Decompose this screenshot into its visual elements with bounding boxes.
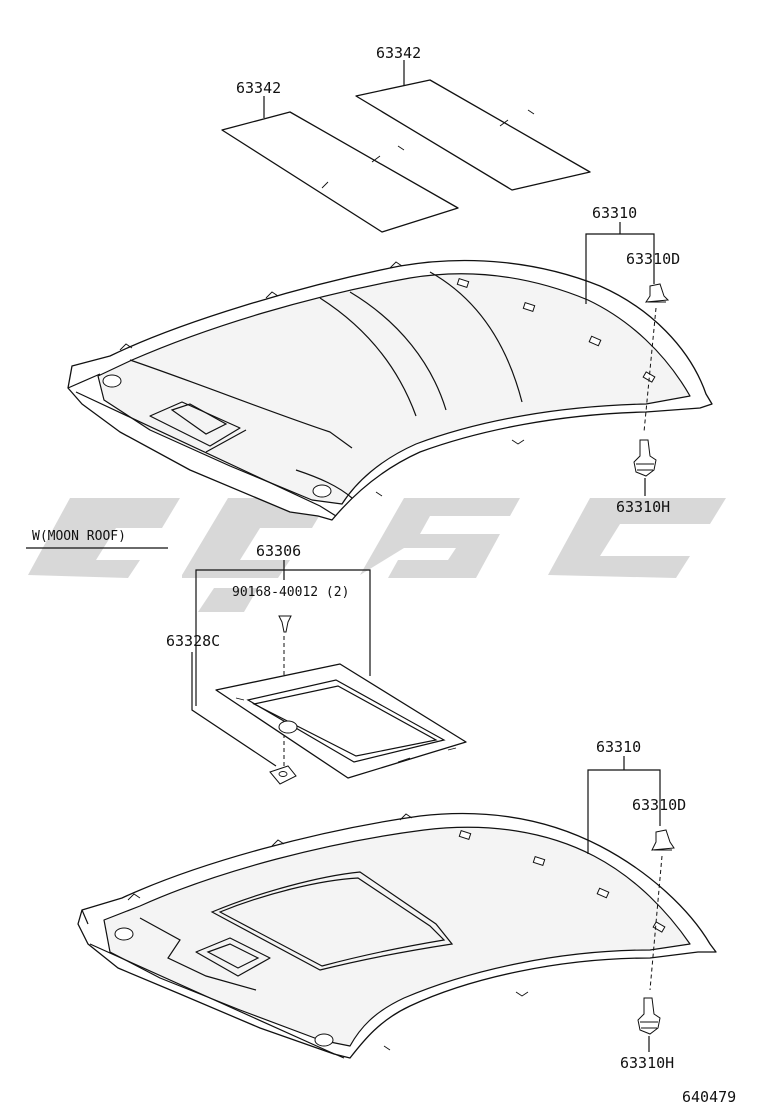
clip-lower-dashline [649,855,663,991]
label-variant: W(MOON ROOF) [32,529,126,544]
headliner-upper [67,259,713,521]
sound-pad-left [221,111,459,233]
leader-moonroof-part [191,652,277,767]
headliner-lower [77,812,717,1059]
clip-d-upper-icon [645,283,670,303]
label-clip-upper-h: 63310H [616,498,670,516]
diagram-number: 640479 [682,1088,736,1106]
label-screw: 90168-40012 (2) [232,585,349,600]
screw-icon [278,615,292,633]
moonroof-frame-part [215,663,467,779]
clip-d-lower-icon [651,829,675,851]
leader-moonroof-frame [195,569,371,706]
label-clip-upper-d: 63310D [626,250,680,268]
label-moonroof-part: 63328C [166,632,220,650]
sound-pad-right [355,79,591,191]
label-headliner-lower: 63310 [596,738,641,756]
clip-h-upper-icon [633,439,657,477]
label-clip-lower-h: 63310H [620,1054,674,1072]
label-moonroof-frame: 63306 [256,542,301,560]
label-pad-left: 63342 [236,79,281,97]
label-headliner-upper: 63310 [592,204,637,222]
label-pad-right: 63342 [376,44,421,62]
label-clip-lower-d: 63310D [632,796,686,814]
moonroof-retainer-icon [269,765,297,785]
clip-h-lower-icon [637,997,661,1035]
watermark-logo [28,498,726,612]
